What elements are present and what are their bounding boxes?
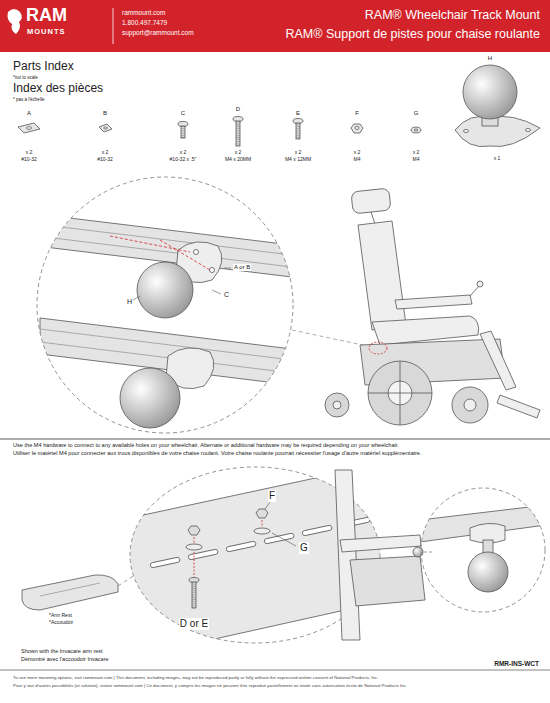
ram-head — [8, 9, 22, 34]
header-divider — [113, 8, 114, 44]
callout-letter: F — [268, 490, 276, 502]
arm-rest-slot — [302, 525, 332, 536]
ball-h — [463, 65, 517, 119]
note: *Accoudoir — [48, 620, 74, 626]
wheelchair — [325, 188, 540, 425]
contact-text: 1.800.497.7479 — [122, 19, 167, 26]
logo-subtext: MOUNTS — [27, 28, 66, 36]
parts-icons — [18, 65, 540, 147]
contact-text: support@rammount.com — [122, 29, 194, 36]
lower-detail — [22, 462, 546, 660]
part-letter: H — [487, 55, 493, 62]
part-letter: B — [102, 110, 108, 117]
callout-letter: C — [223, 291, 230, 299]
part-letter: F — [354, 110, 360, 117]
part-letter: C — [180, 110, 186, 117]
part-spec: M4 x 12MM — [284, 157, 312, 163]
part-letter: G — [413, 110, 420, 117]
callout-letter: A or B — [233, 264, 251, 271]
section-heading: Parts Index — [12, 60, 75, 74]
arm-rest-slot — [150, 557, 180, 568]
upper-detail — [20, 177, 372, 433]
nut-b — [99, 124, 112, 132]
arm-rest-slot — [226, 541, 256, 552]
subtitle: RAM® Support de pistes pour chaise roula… — [286, 28, 541, 42]
nut-f — [351, 124, 363, 133]
instruction-text: Utiliser le matériel M4 pour connecter a… — [12, 450, 542, 456]
note: *not to scale — [12, 75, 39, 80]
quantity: x 2 — [412, 150, 421, 156]
header-band: RAM MOUNTS rammount.com 1.800.497.7479 suppo… — [0, 0, 550, 52]
instruction-text: Use the M4 hardware to connect to any av… — [12, 442, 542, 448]
callout-letter: D or E — [179, 618, 209, 630]
note: *Arm Rest — [48, 613, 73, 619]
washer-g — [411, 127, 421, 133]
callout-letter: H — [126, 298, 133, 306]
quantity: x 1 — [493, 156, 502, 162]
part-spec: M4 — [412, 157, 421, 163]
part-letter: A — [26, 110, 32, 117]
document-code: RMR-INS-WCT — [493, 660, 540, 667]
callout-letter: G — [299, 542, 309, 554]
part-spec: #10-32 x .5" — [169, 157, 198, 163]
caption-note: Démontré avec l'accoudoir Invacare — [20, 656, 110, 662]
quantity: x 2 — [25, 150, 34, 156]
part-spec: M4 — [353, 157, 362, 163]
footer-rule — [0, 670, 550, 671]
part-spec: M4 x 20MM — [224, 157, 252, 163]
part-letter: E — [295, 110, 301, 117]
quantity: x 2 — [294, 150, 303, 156]
part-letter: D — [235, 106, 241, 113]
note: * pas à l'échelle — [12, 97, 45, 102]
footer-text: Pour y voir d'autres possibilités (et so… — [12, 683, 544, 688]
part-spec: #10-32 — [96, 157, 114, 163]
arm-rest-slot — [188, 549, 218, 560]
section-heading: Index des pièces — [12, 82, 104, 96]
separator — [0, 439, 550, 440]
caption-note: Shown with the Invacare arm rest — [20, 648, 104, 654]
logo-text: RAM — [26, 6, 67, 26]
quantity: x 2 — [179, 150, 188, 156]
title: RAM® Wheelchair Track Mount — [365, 9, 540, 23]
footer-text: To see more mounting options, visit ramm… — [12, 675, 544, 680]
quantity: x 2 — [101, 150, 110, 156]
part-spec: #10-32 — [20, 157, 38, 163]
quantity: x 2 — [234, 150, 243, 156]
logo-icon — [0, 0, 550, 52]
contact-text: rammount.com — [122, 9, 165, 16]
plate-a — [18, 123, 40, 133]
quantity: x 2 — [353, 150, 362, 156]
